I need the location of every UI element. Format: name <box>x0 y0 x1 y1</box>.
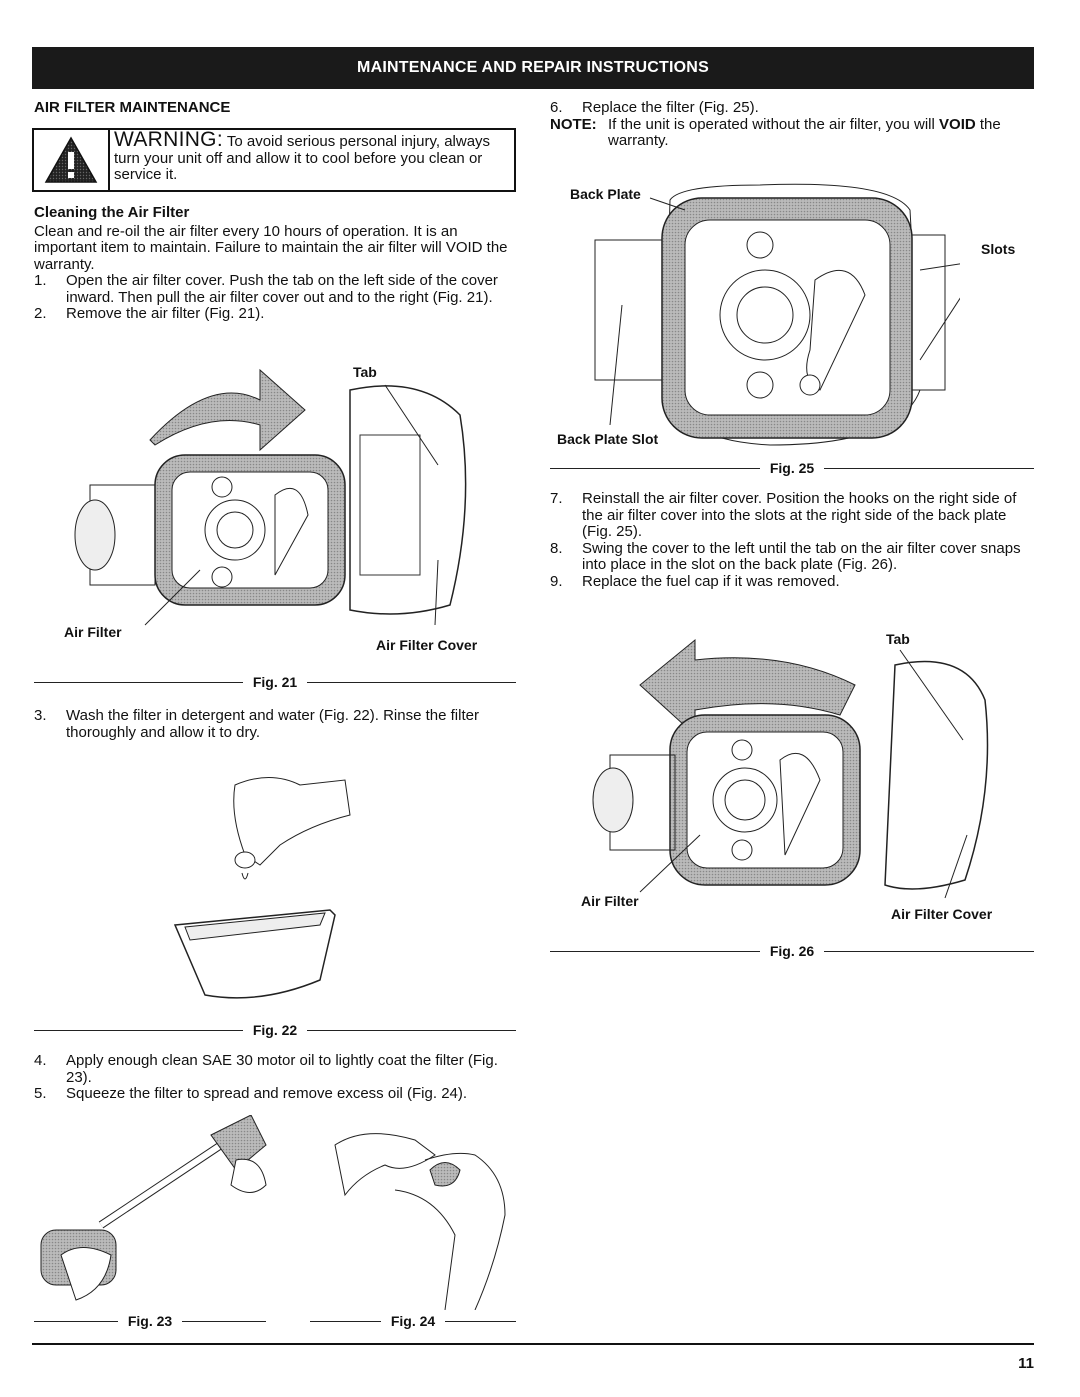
step-num: 1. <box>34 272 47 289</box>
step-text: Reinstall the air filter cover. Position… <box>582 490 1017 540</box>
fig26-air-filter-label: Air Filter <box>581 893 639 909</box>
warning-body: To avoid serious personal injury, always… <box>114 133 491 183</box>
step-text: Wash the filter in detergent and water (… <box>66 707 479 741</box>
step-8: 8. Swing the cover to the left until the … <box>550 539 1034 574</box>
fig21-air-filter-cover-label: Air Filter Cover <box>376 637 478 653</box>
fig22-illustration <box>173 777 351 999</box>
left-column: AIR FILTER MAINTENANCE <box>34 99 516 131</box>
fig23-caption-text: Fig. 23 <box>127 1313 173 1329</box>
fig26-tab-label: Tab <box>886 631 910 647</box>
note: NOTE: If the unit is operated without the… <box>550 115 1034 150</box>
fig21-illustration <box>74 368 467 626</box>
steps-4-5: 4. Apply enough clean SAE 30 motor oil to… <box>34 1052 516 1103</box>
fig25-caption: Fig. 25 <box>550 460 1035 476</box>
step-text: Apply enough clean SAE 30 motor oil to l… <box>66 1052 498 1086</box>
step-num: 2. <box>34 305 47 322</box>
note-tail: the warranty. <box>608 115 1001 149</box>
fig24-caption: Fig. 24 <box>310 1313 517 1329</box>
step-num: 8. <box>550 539 563 557</box>
step-text: Replace the fuel cap if it was removed. <box>582 572 840 590</box>
step-num: 5. <box>34 1085 47 1102</box>
fig24-illustration <box>334 1133 506 1310</box>
fig22-caption-text: Fig. 22 <box>252 1022 298 1038</box>
note-label: NOTE: <box>550 115 597 133</box>
steps-7-9: 7. Reinstall the air filter cover. Positi… <box>550 490 1034 591</box>
step-3-block: 3. Wash the filter in detergent and water… <box>34 707 516 741</box>
intro-paragraph: Clean and re-oil the air filter every 10… <box>34 222 508 273</box>
fig25-back-plate-slot-label: Back Plate Slot <box>557 431 659 447</box>
section-banner: MAINTENANCE AND REPAIR INSTRUCTIONS <box>32 47 1034 89</box>
note-text: If the unit is operated without the air … <box>608 115 935 133</box>
note-bold: VOID <box>939 115 976 133</box>
fig21-air-filter-label: Air Filter <box>64 624 122 640</box>
step-num: 9. <box>550 572 563 590</box>
step-5: 5. Squeeze the filter to spread and remov… <box>34 1085 516 1103</box>
step-num: 7. <box>550 490 563 507</box>
step-text: Remove the air filter (Fig. 21). <box>66 305 265 322</box>
footer-rule <box>32 1343 1034 1345</box>
step-num: 4. <box>34 1052 47 1069</box>
step-text: Replace the filter (Fig. 25). <box>582 99 759 116</box>
fig26-caption: Fig. 26 <box>550 943 1035 959</box>
step-2: 2. Remove the air filter (Fig. 21). <box>34 305 516 323</box>
fig25-back-plate-label: Back Plate <box>570 186 641 202</box>
cleaning-section: Cleaning the Air Filter Clean and re-oil… <box>34 204 516 323</box>
step-text: Squeeze the filter to spread and remove … <box>66 1085 468 1102</box>
step-num: 3. <box>34 707 47 724</box>
fig21-tab-label: Tab <box>353 364 377 380</box>
right-column: 6. Replace the filter (Fig. 25). NOTE: If … <box>550 99 1034 150</box>
fig25-caption-text: Fig. 25 <box>769 460 815 476</box>
warning-icon <box>34 130 110 190</box>
warning-label: WARNING: <box>114 128 223 151</box>
fig26-illustration <box>592 638 989 899</box>
warning-text: WARNING: To avoid serious personal injur… <box>114 129 510 184</box>
fig21-caption: Fig. 21 <box>34 674 517 690</box>
step-num: 6. <box>550 99 563 116</box>
step-9: 9. Replace the fuel cap if it was removed… <box>550 572 1034 591</box>
step-6: 6. Replace the filter (Fig. 25). <box>550 99 1034 117</box>
step-7: 7. Reinstall the air filter cover. Positi… <box>550 490 1034 541</box>
fig23-illustration <box>40 1115 267 1301</box>
fig24-caption-text: Fig. 24 <box>390 1313 436 1329</box>
warning-box: WARNING: To avoid serious personal injur… <box>32 128 516 192</box>
step-text: Open the air filter cover. Push the tab … <box>66 272 498 306</box>
fig26-caption-text: Fig. 26 <box>769 943 815 959</box>
step-text: Swing the cover to the left until the ta… <box>582 539 1021 573</box>
section-heading: AIR FILTER MAINTENANCE <box>34 99 231 116</box>
step-1: 1. Open the air filter cover. Push the ta… <box>34 272 516 306</box>
fig22-caption: Fig. 22 <box>34 1022 517 1038</box>
fig26-air-filter-cover-label: Air Filter Cover <box>891 906 993 922</box>
step-3: 3. Wash the filter in detergent and water… <box>34 707 516 741</box>
sub-heading: Cleaning the Air Filter <box>34 204 190 221</box>
fig25-illustration <box>594 183 960 446</box>
fig21-caption-text: Fig. 21 <box>252 674 298 690</box>
fig25-slots-label: Slots <box>981 241 1016 257</box>
page-number: 11 <box>1018 1355 1034 1372</box>
step-4: 4. Apply enough clean SAE 30 motor oil to… <box>34 1052 516 1086</box>
fig23-caption: Fig. 23 <box>34 1313 267 1329</box>
